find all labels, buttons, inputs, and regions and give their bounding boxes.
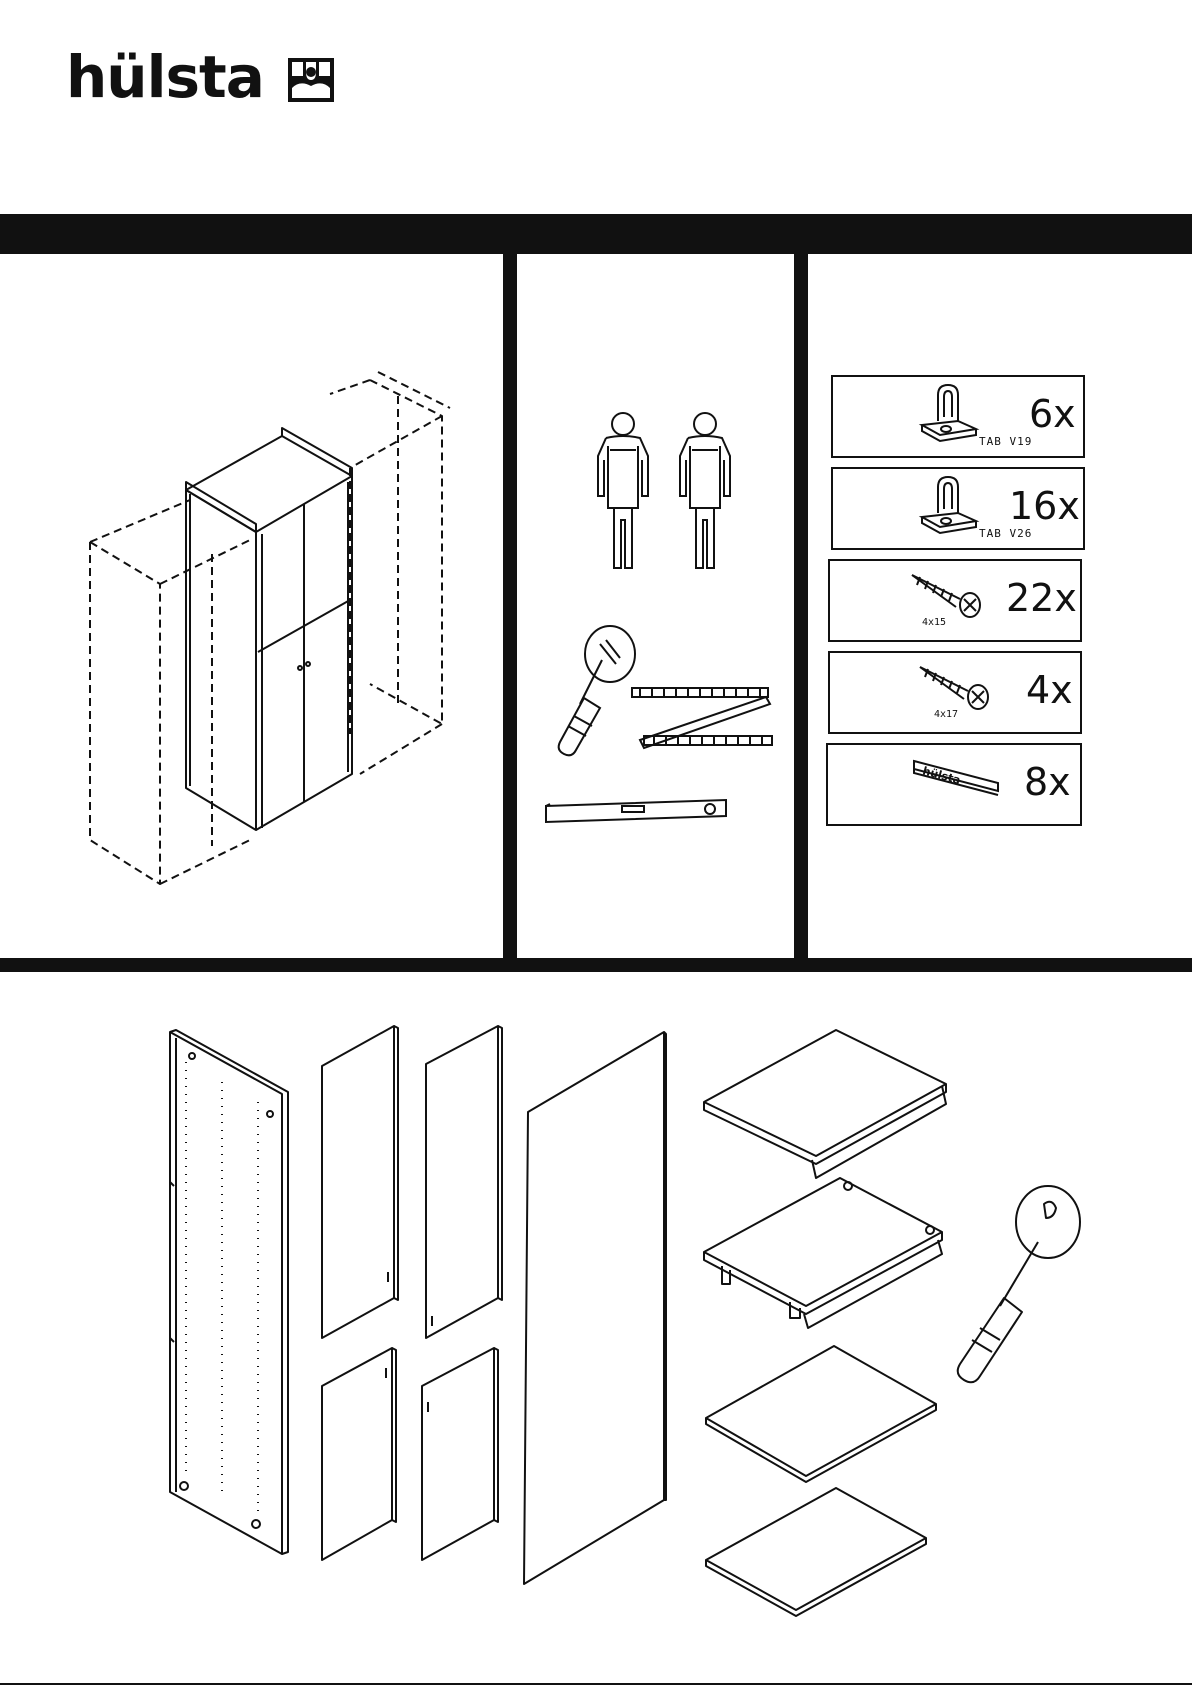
spirit-level-icon [544, 796, 730, 826]
part-quantity: 16x [1009, 487, 1080, 525]
screw-icon [916, 661, 992, 713]
cabinet-overview-illustration [0, 254, 503, 958]
screw-icon [908, 569, 984, 621]
screwdriver-detail [958, 1186, 1080, 1382]
part-quantity: 6x [1029, 395, 1076, 433]
part-row-bracket-v19: TAB V19 6x [831, 375, 1085, 458]
screwdriver-icon [540, 624, 640, 764]
section-divider-bar [0, 958, 1192, 972]
part-quantity: 22x [1006, 579, 1077, 617]
part-quantity: 8x [1024, 763, 1071, 801]
part-row-bracket-v26: TAB V26 16x [831, 467, 1085, 550]
folding-ruler-icon [630, 680, 774, 750]
part-row-screw-4x15: 4x15 22x [828, 559, 1082, 642]
column-divider-left [503, 254, 517, 958]
bracket-icon [918, 473, 982, 537]
part-row-screw-4x17: 4x17 4x [828, 651, 1082, 734]
part-quantity: 4x [1026, 671, 1073, 709]
part-code: TAB V19 [979, 436, 1032, 447]
part-row-badge-plate: hülsta 8x [826, 743, 1082, 826]
side-panel [170, 1030, 288, 1554]
worker-icon [670, 410, 740, 570]
part-code: 4x17 [934, 710, 958, 720]
hulsta-logo-icon [288, 58, 334, 102]
part-code: TAB V26 [979, 528, 1032, 539]
brand-wordmark: hülsta [66, 48, 264, 106]
worker-icon [588, 410, 658, 570]
badge-plate-icon: hülsta [908, 757, 1004, 797]
part-code: 4x15 [922, 618, 946, 628]
top-banner-bar [0, 214, 1192, 254]
door-panels [322, 1026, 502, 1560]
components-illustration [0, 972, 1192, 1685]
bracket-icon [918, 381, 982, 445]
shelves [704, 1030, 946, 1616]
back-panel [524, 1032, 666, 1584]
column-divider-right [794, 254, 808, 958]
